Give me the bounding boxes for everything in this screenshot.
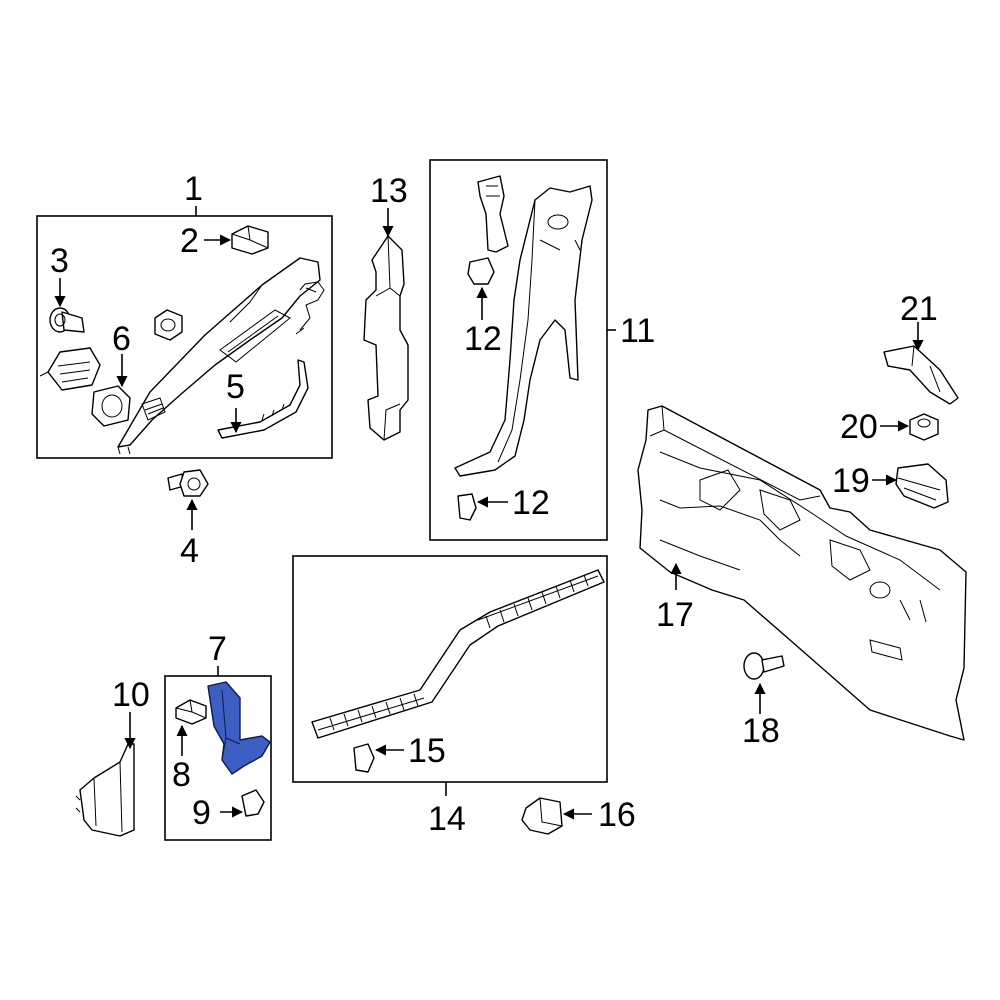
bracket-11-upper [477, 175, 509, 253]
scuff-plate-14 [311, 569, 605, 739]
panel-7-highlighted [207, 681, 271, 775]
clip-12a [467, 257, 495, 285]
bracket-10 [75, 743, 135, 837]
clip-15 [353, 743, 375, 773]
callout-14: 14 [428, 800, 466, 838]
clip-12b [457, 493, 477, 521]
clip-8 [175, 699, 207, 725]
quarter-trim-11 [454, 185, 593, 477]
callout-5: 5 [226, 368, 245, 406]
callout-4: 4 [180, 532, 199, 570]
clip-6 [91, 385, 131, 427]
push-pin-18 [743, 652, 785, 680]
retainer-3 [49, 307, 85, 333]
callout-7: 7 [208, 630, 227, 668]
cover-21 [883, 345, 959, 405]
callout-18: 18 [742, 712, 780, 750]
seal-strip-5 [217, 359, 309, 439]
callout-21: 21 [900, 290, 938, 328]
pillar-trim-assembly [117, 257, 321, 455]
callout-17: 17 [656, 596, 694, 634]
clip-2 [231, 225, 269, 255]
nut-assembly-upper [154, 309, 183, 341]
clip-9 [241, 789, 265, 817]
callout-10: 10 [112, 676, 150, 714]
trim-panel-13 [363, 235, 409, 441]
callout-9: 9 [192, 794, 211, 832]
speaker-grille-bracket [39, 347, 101, 391]
callout-8: 8 [172, 756, 191, 794]
group-box-11 [429, 159, 608, 541]
back-panel-17 [637, 405, 967, 741]
bolt-4 [167, 469, 209, 497]
callout-6: 6 [112, 320, 131, 358]
group-box-14 [292, 555, 608, 783]
callout-20: 20 [840, 408, 878, 446]
nut-20 [909, 413, 939, 441]
callout-1: 1 [184, 170, 203, 208]
callout-11: 11 [620, 312, 655, 350]
clip-19 [895, 463, 949, 509]
callout-12b: 12 [512, 484, 550, 522]
leader-lines [54, 206, 924, 820]
callout-13: 13 [370, 172, 408, 210]
hook-bracket [295, 281, 325, 335]
callout-12a: 12 [464, 320, 502, 358]
callout-19: 19 [832, 462, 870, 500]
callout-3: 3 [50, 242, 69, 280]
callout-15: 15 [408, 732, 446, 770]
group-box-1 [36, 215, 333, 459]
callout-16: 16 [598, 796, 636, 834]
callout-2: 2 [180, 222, 199, 260]
clip-16 [521, 797, 563, 835]
